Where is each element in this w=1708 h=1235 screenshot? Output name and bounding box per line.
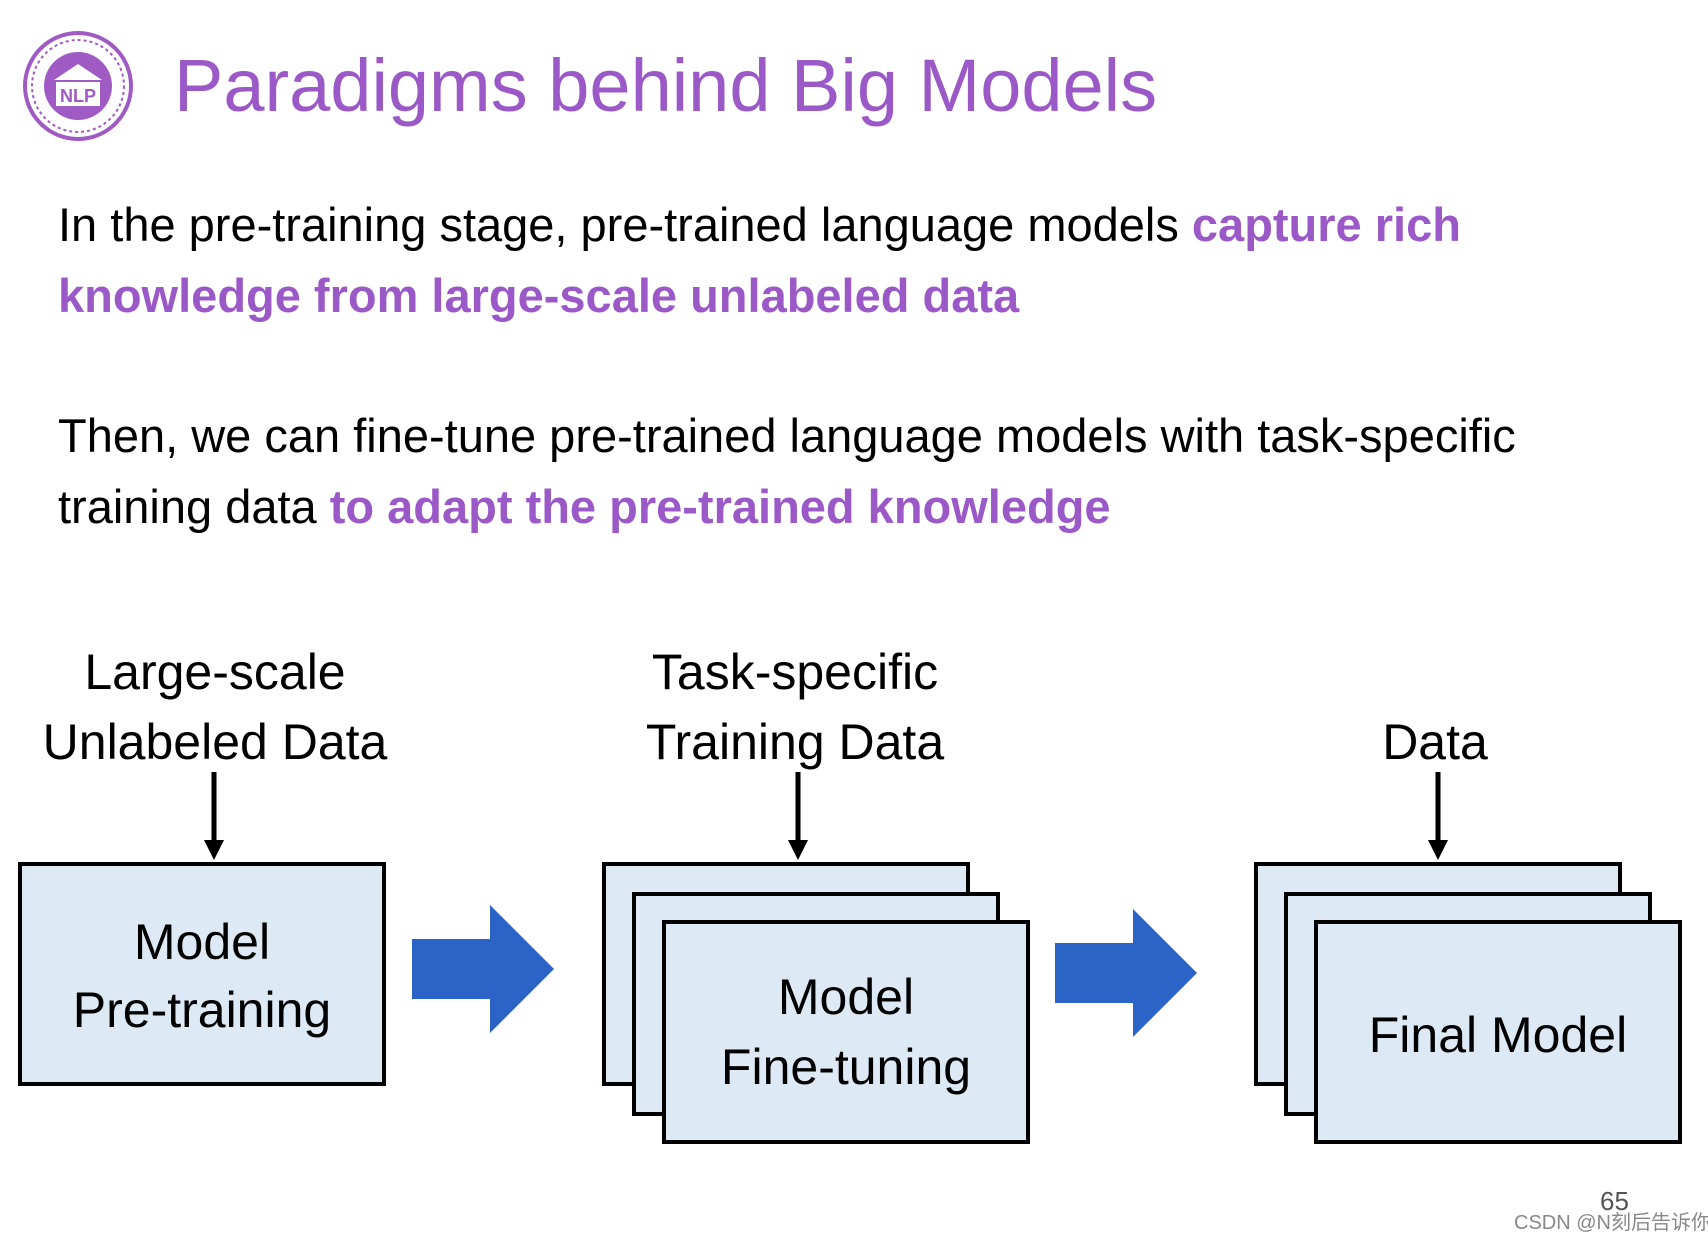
stage1-input-arrow bbox=[204, 772, 224, 860]
final-model-box-front bbox=[1314, 920, 1682, 1144]
tsinghua-nlp-logo: NLP bbox=[23, 31, 133, 141]
pretraining-box-line1: Model bbox=[133, 914, 271, 970]
slide-title: Paradigms behind Big Models bbox=[174, 44, 1158, 127]
pretraining-box-line2: Pre-training bbox=[72, 982, 332, 1038]
stage2-input-arrow bbox=[788, 772, 808, 860]
paragraph-finetuning-highlight: to adapt the pre-trained knowledge bbox=[329, 480, 1111, 533]
paragraph-pretraining: In the pre-training stage, pre-trained l… bbox=[58, 189, 1678, 331]
page-number: 65 bbox=[1600, 1186, 1629, 1216]
final-model-box-label: Final Model bbox=[1368, 1007, 1628, 1063]
finetuning-box-line2: Fine-tuning bbox=[720, 1039, 972, 1095]
csdn-watermark: CSDN @N刻后告诉你 bbox=[1514, 1212, 1708, 1234]
svg-text:NLP: NLP bbox=[60, 86, 96, 106]
finetuning-box-front bbox=[662, 920, 1030, 1144]
flow-arrow-1 bbox=[412, 905, 554, 1033]
flow-arrow-2 bbox=[1055, 909, 1197, 1037]
stage2-input-line1: Task-specific bbox=[651, 644, 939, 700]
paragraph-finetuning-text: Then, we can fine-tune pre-trained langu… bbox=[58, 409, 1516, 533]
stage1-input-line1: Large-scale bbox=[84, 644, 346, 700]
stage2-input-line2: Training Data bbox=[645, 714, 945, 770]
stage3-input-label: Data bbox=[1382, 714, 1488, 770]
finetuning-box-line1: Model bbox=[777, 969, 915, 1025]
stage1-input-line2: Unlabeled Data bbox=[42, 714, 388, 770]
stage3-input-arrow bbox=[1428, 772, 1448, 860]
paragraph-finetuning: Then, we can fine-tune pre-trained langu… bbox=[58, 400, 1678, 542]
paragraph-pretraining-text: In the pre-training stage, pre-trained l… bbox=[58, 198, 1192, 251]
pretraining-box bbox=[18, 862, 386, 1086]
paragraph-pretraining-highlight: capture rich knowledge from large-scale … bbox=[58, 198, 1461, 322]
